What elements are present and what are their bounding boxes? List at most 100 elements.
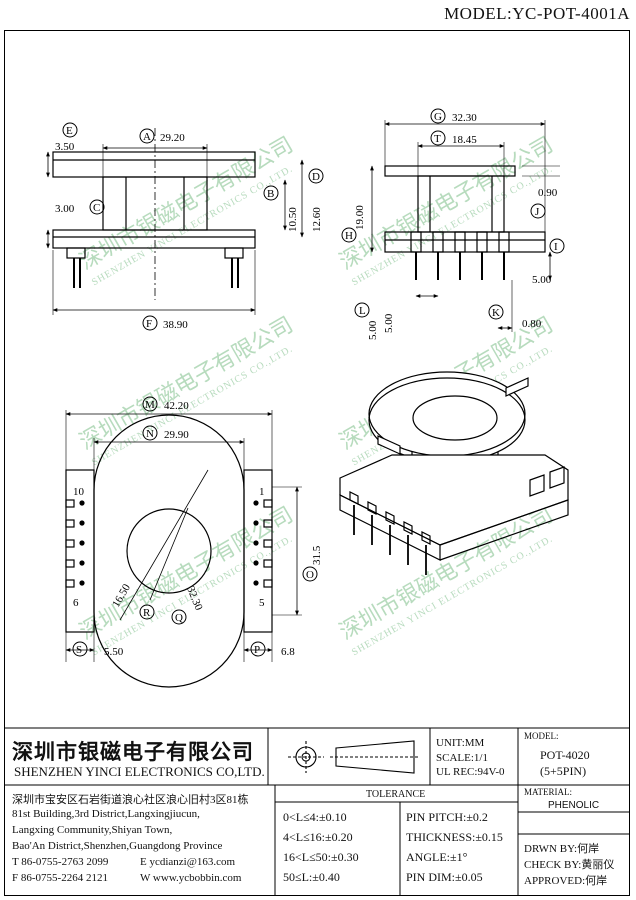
address-cn: 深圳市宝安区石岩街道浪心社区浪心旧村3区81栋 (12, 794, 249, 806)
label-r: R (143, 607, 151, 619)
label-t: T (434, 133, 441, 145)
dim-m-value: 42.20 (164, 400, 189, 412)
top-view (65, 410, 302, 688)
label-k: K (492, 307, 500, 319)
dim-s-value: 5.50 (104, 646, 124, 658)
tolerance-title: TOLERANCE (366, 789, 426, 800)
website: W www.ycbobbin.com (140, 872, 242, 884)
label-c: C (93, 202, 100, 214)
label-circle-j (530, 203, 546, 219)
dim-c-value: 3.00 (55, 203, 75, 215)
address-en-line2: Langxing Community,Shiyan Town, (12, 824, 173, 836)
tolerance-left-3: 16<L≤50:±0.30 (283, 850, 359, 864)
label-circle-d (308, 168, 324, 184)
label-q: Q (175, 612, 183, 624)
label-d: D (312, 171, 320, 183)
dim-l-value: 5.00 (383, 313, 395, 333)
label-o: O (306, 569, 314, 581)
company-name-en: SHENZHEN YINCI ELECTRONICS CO,LTD. (14, 764, 265, 779)
label-circle-k (488, 304, 504, 320)
dim-height-value: 19.00 (354, 205, 366, 230)
label-p: P (254, 644, 260, 656)
tolerance-right-1: PIN PITCH:±0.2 (406, 810, 488, 824)
dim-l-side-value: 5.00 (367, 320, 379, 340)
front-view-labels: E 3.50 A 29.20 C 3.00 B 10.50 D 12.60 F … (55, 122, 324, 331)
tolerance-left-1: 0<L≤4:±0.10 (283, 810, 347, 824)
tolerance-right-2: THICKNESS:±0.15 (406, 830, 503, 844)
tel: T 86-0755-2763 2099 (12, 856, 109, 868)
label-circle-s (72, 641, 88, 657)
dim-t-value: 18.45 (452, 134, 477, 146)
label-circle-g (430, 108, 446, 124)
dim-spacing-value: 0.90 (538, 187, 558, 199)
label-circle-f (142, 315, 158, 331)
label-m: M (145, 399, 155, 411)
label-i: I (554, 241, 558, 253)
unit-label: UNIT:MM (436, 737, 485, 749)
check-by: CHECK BY:黄丽仪 (524, 859, 615, 871)
drawing-frame (4, 30, 630, 896)
email: E ycdianzi@163.com (140, 856, 236, 868)
dim-e-value: 3.50 (55, 141, 75, 153)
label-circle-o (302, 566, 318, 582)
top-view-labels: M 42.20 N 29.90 10 6 1 5 O 31.5 R 16.50 … (72, 396, 323, 658)
label-e: E (66, 125, 73, 137)
label-a: A (143, 131, 151, 143)
label-circle-i (549, 238, 565, 254)
label-circle-c (89, 199, 105, 215)
drawn-by: DRWN BY:何岸 (524, 843, 600, 855)
engineering-drawing: 深圳市银磁电子有限公司 SHENZHEN YINCI ELECTRONICS C… (46, 108, 569, 688)
dim-p-value: 6.8 (281, 646, 295, 658)
label-j: J (535, 206, 540, 218)
label-circle-q (171, 609, 187, 625)
ul-rec-label: UL REC:94V-0 (436, 766, 505, 778)
dim-a-value: 29.20 (160, 132, 185, 144)
model-value: POT-4020 (540, 748, 590, 762)
label-circle-h (341, 227, 357, 243)
model-title: MODEL: (524, 731, 559, 741)
dim-g-value: 32.30 (452, 112, 477, 124)
dim-b-value: 10.50 (287, 207, 299, 232)
address-en-line1: 81st Building,3rd District,Langxingjiucu… (12, 808, 200, 820)
tolerance-left-4: 50≤L:±0.40 (283, 870, 340, 884)
side-view-labels: G 32.30 T 18.45 19.00 H 0.90 J I 5.00 L … (341, 108, 565, 340)
label-s: S (76, 644, 82, 656)
isometric-view (339, 371, 569, 575)
model-pins: (5+5PIN) (540, 764, 587, 778)
dim-n-value: 29.90 (164, 429, 189, 441)
label-n: N (146, 428, 154, 440)
tolerance-right-3: ANGLE:±1° (406, 850, 468, 864)
label-circle-r (139, 604, 155, 620)
label-circle-e (62, 122, 78, 138)
company-name-cn: 深圳市银磁电子有限公司 (12, 740, 254, 764)
label-circle-t (430, 130, 446, 146)
label-l: L (359, 305, 366, 317)
model-label: MODEL:YC-POT-4001A (444, 4, 630, 23)
pin-number-6: 6 (73, 597, 79, 609)
label-f: F (146, 318, 152, 330)
dim-i-value: 5.00 (532, 274, 552, 286)
dim-f-value: 38.90 (163, 319, 188, 331)
address-en-line3: Bao'An District,Shenzhen,Guangdong Provi… (12, 840, 223, 852)
label-g: G (434, 111, 442, 123)
pin-number-1: 1 (259, 486, 265, 498)
front-view (46, 128, 304, 315)
label-circle-m (142, 396, 158, 412)
label-circle-l (354, 302, 370, 318)
label-circle-n (142, 425, 158, 441)
label-h: H (345, 230, 353, 242)
side-view (370, 120, 560, 332)
projection-symbol (288, 740, 420, 774)
dim-d-value: 12.60 (311, 207, 323, 232)
label-circle-a (139, 128, 155, 144)
tolerance-right-4: PIN DIM:±0.05 (406, 870, 483, 884)
pin-number-10: 10 (73, 486, 85, 498)
label-b: B (267, 188, 274, 200)
scale-label: SCALE:1/1 (436, 752, 488, 764)
dim-k-value: 0.80 (522, 318, 542, 330)
dim-o-value: 31.5 (311, 545, 323, 565)
material-value: PHENOLIC (548, 800, 600, 811)
label-circle-p (250, 641, 266, 657)
fax: F 86-0755-2264 2121 (12, 872, 108, 884)
